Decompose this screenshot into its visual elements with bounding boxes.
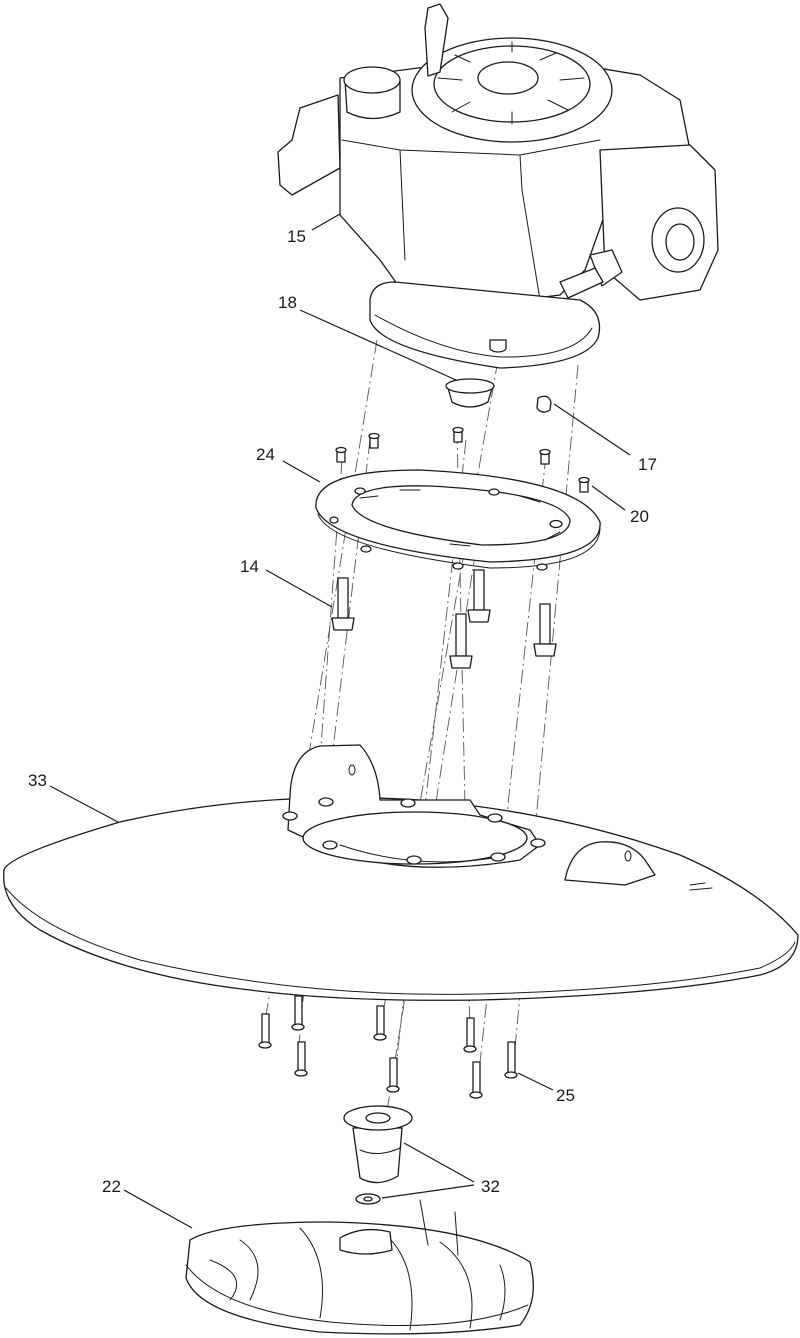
callout-32: 32: [481, 1177, 500, 1196]
part-33-deck: [3, 744, 799, 1001]
part-25-screws: [258, 995, 518, 1099]
callout-22: 22: [102, 1177, 121, 1196]
callout-18: 18: [278, 293, 297, 312]
part-22-fan: [185, 1199, 534, 1335]
callout-15: 15: [287, 227, 306, 246]
part-18-cap: [445, 378, 495, 408]
part-14-bolts: [331, 545, 557, 669]
part-32-adapter: [343, 1105, 413, 1205]
callout-25: 25: [556, 1086, 575, 1105]
part-17-key: [536, 395, 552, 413]
callout-14: 14: [240, 557, 259, 576]
callout-17: 17: [638, 455, 657, 474]
part-24-ring: [315, 469, 601, 569]
leader-lines: [49, 213, 631, 1229]
callout-20: 20: [630, 507, 649, 526]
assembly-centerlines: [261, 339, 579, 1131]
callouts: 15 18 17 24 20 14 33 25 32 22: [28, 227, 657, 1196]
engine: [277, 3, 719, 369]
callout-33: 33: [28, 771, 47, 790]
callout-24: 24: [256, 445, 275, 464]
